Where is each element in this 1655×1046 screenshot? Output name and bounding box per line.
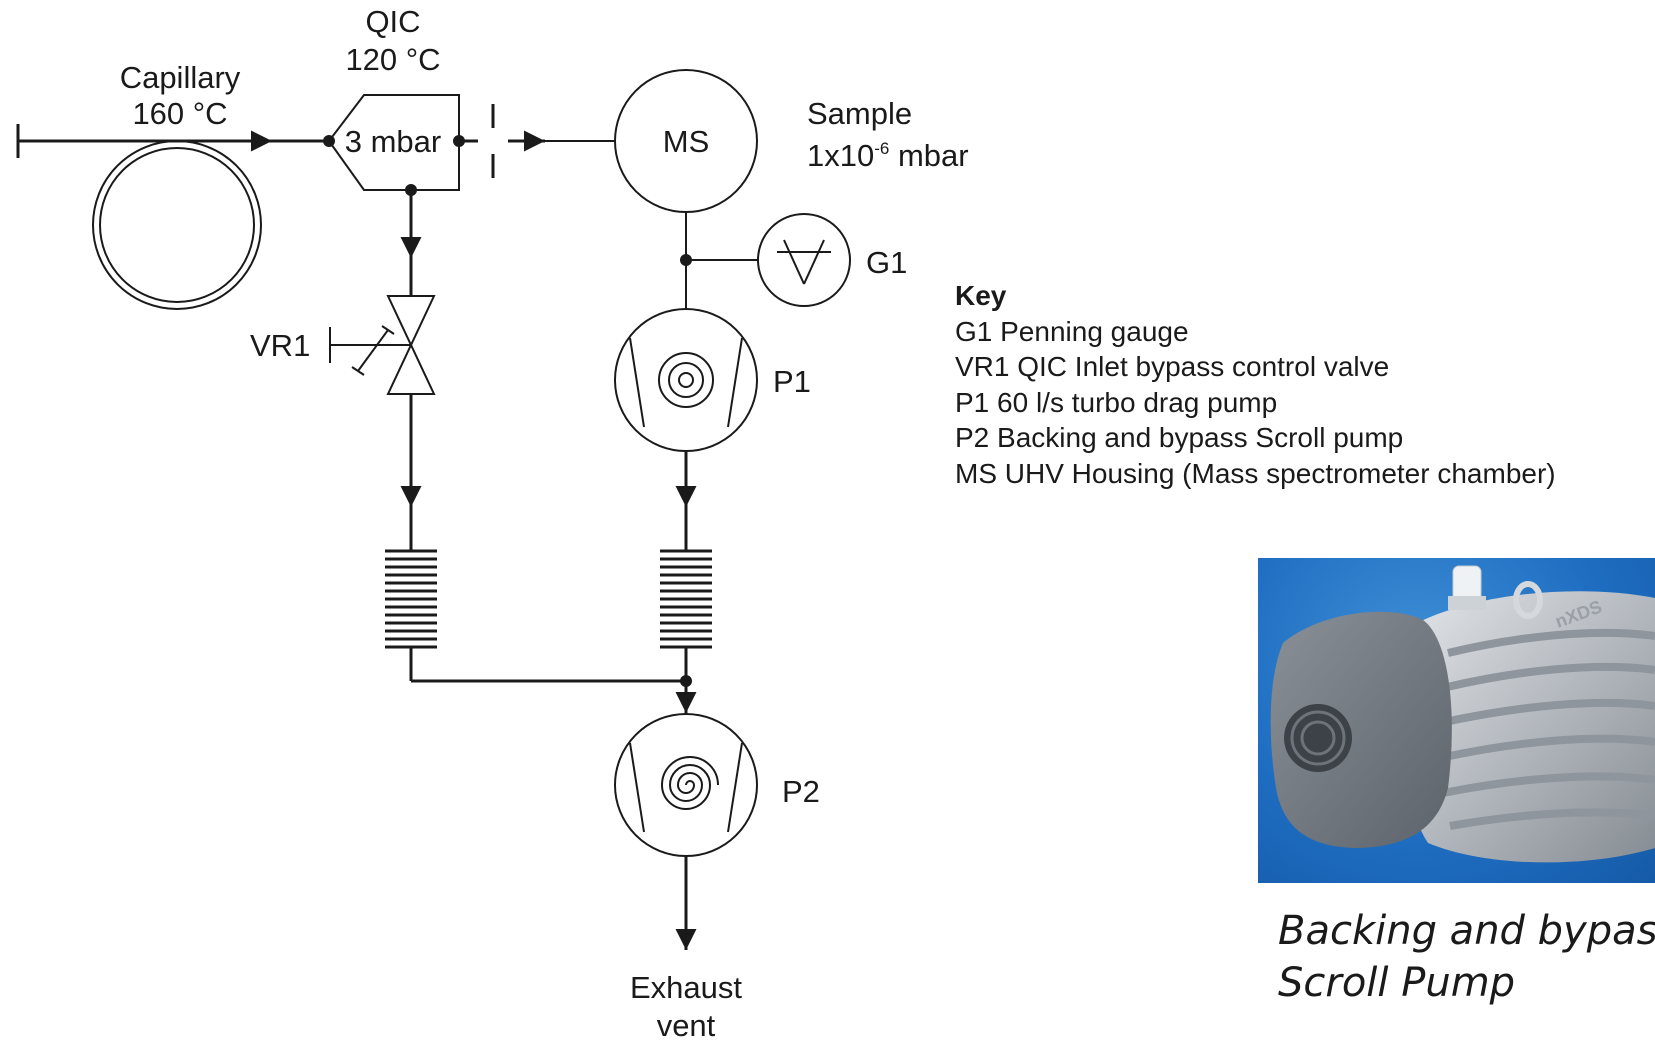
capillary-label: Capillary (120, 60, 241, 95)
key-item-g1: G1 Penning gauge (955, 315, 1189, 347)
scroll-pump-photo: nXDS (1258, 558, 1655, 883)
ms-label: MS (663, 124, 710, 159)
control-valve-icon (329, 295, 436, 395)
vr1-bellows (385, 549, 437, 649)
vent-label: vent (657, 1008, 716, 1043)
key-item-p2: P2 Backing and bypass Scroll pump (955, 422, 1404, 453)
g1-label: G1 (866, 245, 907, 280)
sample-label: Sample (807, 96, 912, 131)
key-title: Key (955, 280, 1007, 311)
turbo-pump-icon (614, 308, 758, 452)
qic-pressure-label: 3 mbar (345, 124, 441, 159)
p2-label: P2 (782, 774, 820, 809)
photo-caption-line2: Scroll Pump (1278, 960, 1516, 1006)
penning-gauge-icon (757, 213, 851, 307)
key-item-p1: P1 60 l/s turbo drag pump (955, 386, 1278, 418)
vr1-label: VR1 (250, 328, 310, 363)
qic-temp-label: 120 °C (345, 42, 440, 77)
capillary-coil-icon (92, 140, 262, 310)
capillary-temp-label: 160 °C (132, 96, 227, 131)
p1-bellows (660, 549, 712, 649)
scroll-pump-icon (614, 713, 758, 857)
scroll-pump-illustration: nXDS (1270, 565, 1655, 863)
key-item-vr1: VR1 QIC Inlet bypass control valve (955, 351, 1390, 382)
sample-pressure-label: 1x10-6 mbar (807, 138, 969, 173)
qic-label: QIC (365, 4, 420, 39)
photo-caption: Backing and bypass Scroll Pump (1278, 905, 1655, 1009)
key-item-ms: MS UHV Housing (Mass spectrometer chambe… (955, 457, 1556, 489)
qic-to-ms-line (453, 104, 615, 178)
p1-label: P1 (773, 364, 811, 399)
exhaust-label: Exhaust (630, 970, 742, 1005)
key-legend: Key G1 Penning gauge VR1 QIC Inlet bypas… (955, 278, 1556, 491)
photo-caption-line1: Backing and bypass (1278, 908, 1655, 954)
